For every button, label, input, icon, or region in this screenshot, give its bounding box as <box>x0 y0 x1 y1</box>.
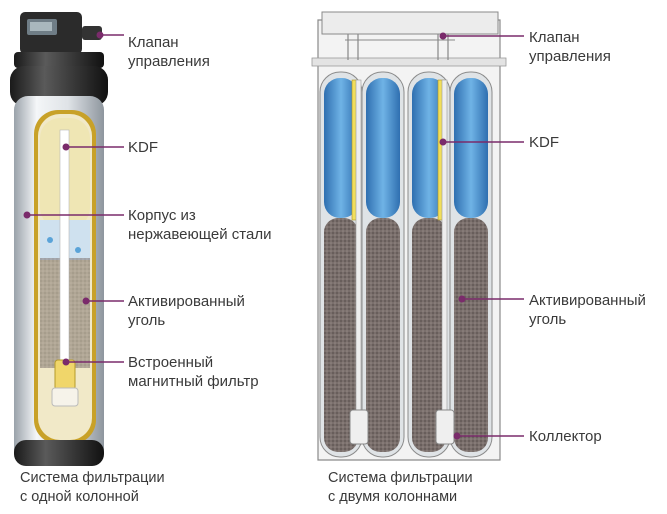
cabinet-top <box>321 11 499 35</box>
single-column-tank <box>10 12 108 466</box>
center-tube <box>59 129 70 381</box>
collector-right <box>435 409 455 445</box>
collector-left <box>349 409 369 445</box>
label-collector: Коллектор <box>529 428 602 445</box>
leader-lines <box>23 31 524 440</box>
tank-2 <box>361 71 405 458</box>
tank-base <box>14 440 104 466</box>
tank-4 <box>449 71 493 458</box>
label-kdf-left: KDF <box>128 139 158 156</box>
twin-column-cabinet <box>311 11 507 461</box>
label-kdf-right: KDF <box>529 134 559 151</box>
tank-1 <box>319 71 363 458</box>
